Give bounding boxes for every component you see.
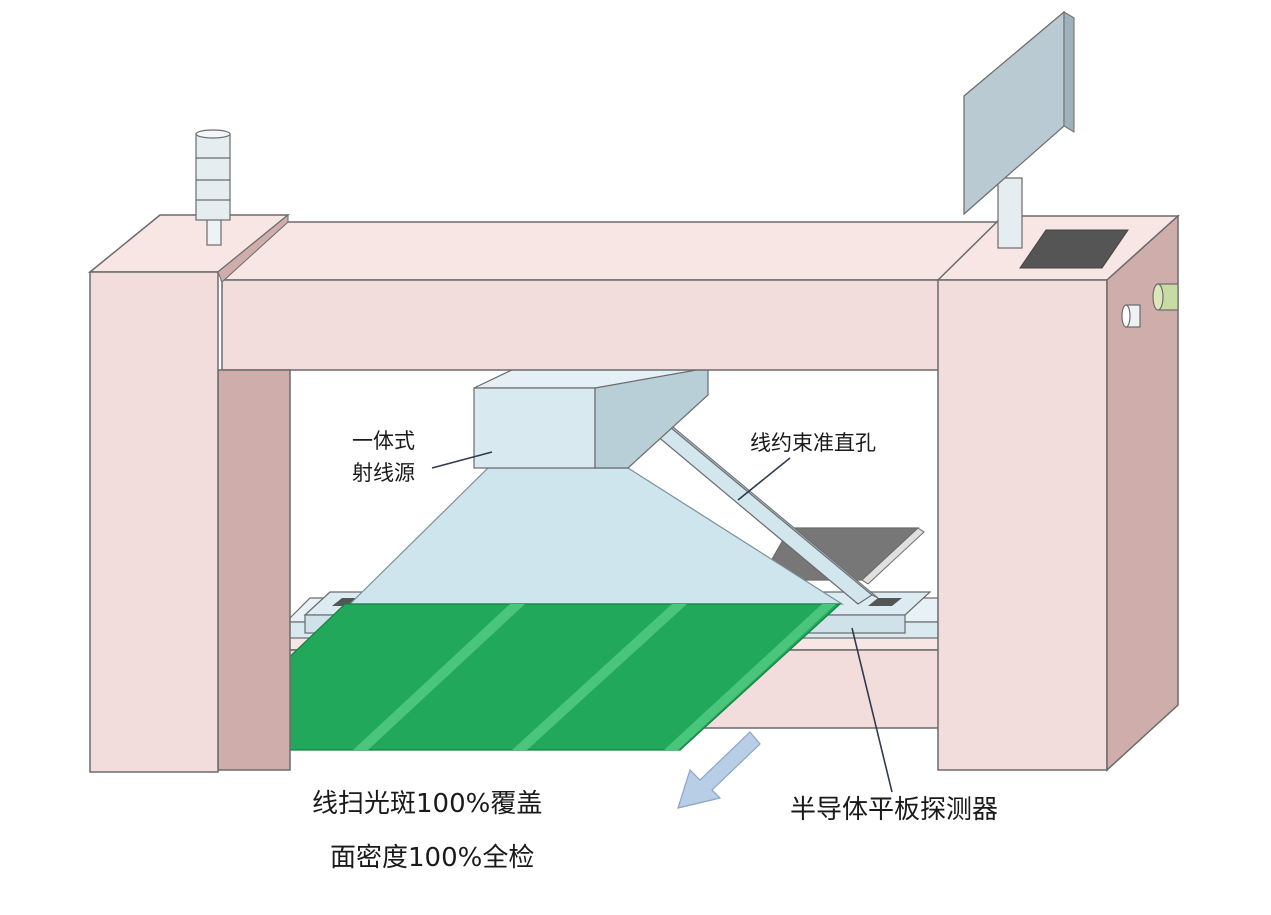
signal-tower-light (195, 129, 231, 246)
control-panel (1019, 229, 1129, 269)
left-column (87, 213, 291, 773)
label-coverage: 线扫光斑100%覆盖 (312, 789, 542, 819)
right-column (936, 214, 1180, 772)
xray-source-box (473, 367, 709, 469)
label-detector: 半导体平板探测器 (790, 795, 998, 825)
leader-lines (431, 451, 893, 793)
side-button-white (1121, 304, 1141, 328)
side-button-green (1152, 283, 1179, 311)
monitor (963, 10, 1075, 249)
label-collimator: 线约束准直孔 (750, 431, 876, 455)
label-inspection: 面密度100%全检 (330, 843, 534, 873)
gantry-top-beam (220, 221, 1005, 371)
label-source-line2: 射线源 (352, 461, 415, 485)
movement-arrow-icon (677, 731, 761, 809)
label-source-line1: 一体式 (352, 429, 415, 453)
coated-film (190, 603, 842, 751)
xray-beam (348, 467, 845, 605)
